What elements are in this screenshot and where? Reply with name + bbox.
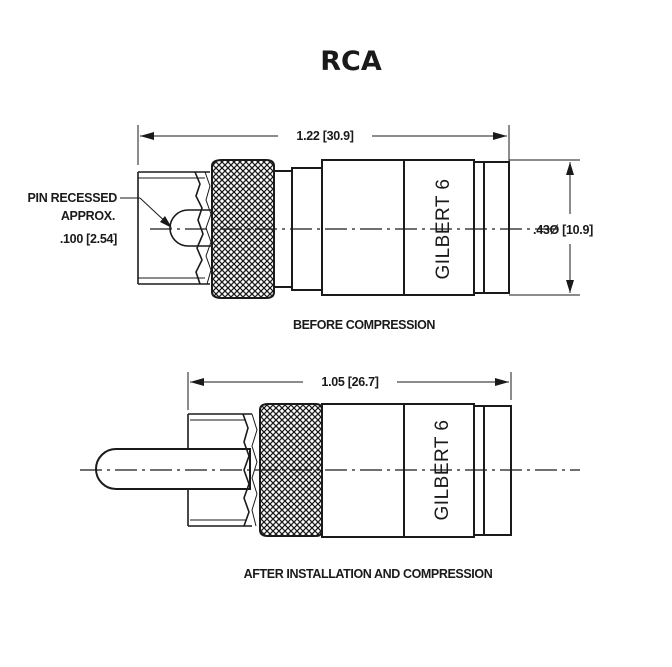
pin-recess-note: PIN RECESSED APPROX. .100 [2.54] [28, 191, 172, 246]
after-center-pin [95, 448, 251, 490]
before-body: GILBERT 6 [321, 159, 510, 296]
after-plug-shell [187, 413, 258, 527]
before-diameter-label: .43Ø [10.9] [533, 223, 593, 237]
before-length-dimension: 1.22 [30.9] [137, 125, 510, 165]
connector-after-installation: 1.05 [26.7] GILBERT 6 [80, 372, 580, 581]
after-length-dimension: 1.05 [26.7] [187, 372, 512, 410]
connector-before-compression: 1.22 [30.9] [28, 125, 593, 332]
after-caption: AFTER INSTALLATION AND COMPRESSION [244, 567, 493, 581]
after-length-label: 1.05 [26.7] [321, 375, 378, 389]
before-plug-tip [137, 171, 213, 285]
before-diameter-dimension: .43Ø [10.9] [509, 159, 593, 296]
before-length-label: 1.22 [30.9] [296, 129, 353, 143]
diagram-title: RCA [320, 46, 382, 77]
pin-note-line-1: PIN RECESSED [28, 191, 118, 205]
pin-note-line-3: .100 [2.54] [60, 232, 117, 246]
before-knurled-nut [211, 159, 275, 299]
pin-note-line-2: APPROX. [61, 209, 115, 223]
before-caption: BEFORE COMPRESSION [293, 318, 435, 332]
